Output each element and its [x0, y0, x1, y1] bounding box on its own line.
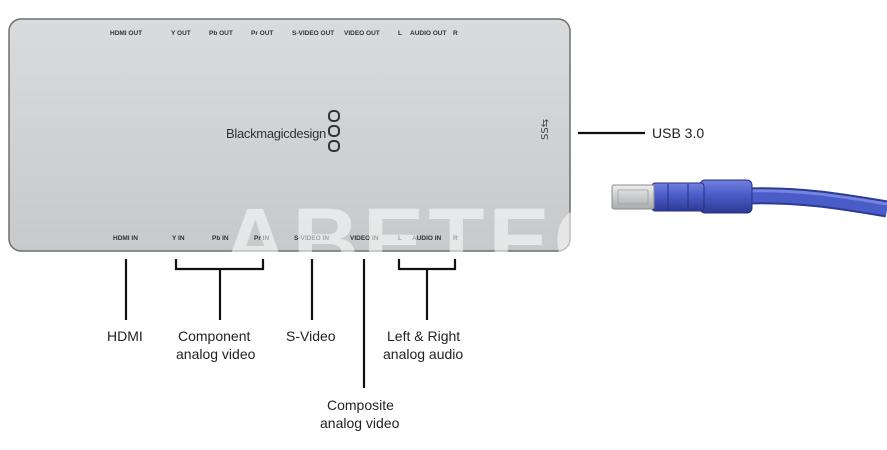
callout-leader-lines [124, 259, 457, 388]
port-label-y-in: Y IN [172, 235, 185, 242]
callout-composite-line2: analog video [320, 415, 400, 431]
callout-component-line1: Component [178, 328, 250, 344]
callout-svideo: S-Video [286, 328, 336, 344]
usb-cable-boot [699, 179, 753, 214]
port-label-l-in: L [398, 235, 402, 242]
port-label-l-out: L [398, 30, 402, 37]
port-label-r-in: R [453, 235, 458, 242]
usb-cable-collar [651, 182, 705, 212]
port-label-pr-out: Pr OUT [251, 30, 273, 37]
brand-logo-text: Blackmagicdesign [226, 126, 326, 141]
port-label-pb-in: Pb IN [212, 235, 229, 242]
port-label-video-out: VIDEO OUT [344, 30, 380, 37]
callout-audio-line1: Left & Right [387, 328, 460, 344]
port-label-pb-out: Pb OUT [209, 30, 233, 37]
port-label-pr-in: Pr IN [254, 235, 269, 242]
callout-component-line2: analog video [176, 346, 256, 362]
port-label-y-out: Y OUT [171, 30, 191, 37]
port-label-svideo-out: S-VIDEO OUT [292, 30, 334, 37]
callout-usb: USB 3.0 [652, 125, 704, 141]
port-label-r-out: R [453, 30, 458, 37]
port-label-svideo-in: S-VIDEO IN [294, 235, 329, 242]
bottom-port-labels: HDMI IN Y IN Pb IN Pr IN S-VIDEO IN VIDE… [113, 235, 458, 242]
callout-composite-line1: Composite [327, 397, 394, 413]
usb-superspeed-icon: SS⇆ [540, 119, 551, 140]
port-label-audio-out: AUDIO OUT [410, 30, 447, 37]
device-body [8, 18, 571, 252]
callout-hdmi: HDMI [107, 328, 143, 344]
brand-logo-icon [328, 110, 340, 152]
port-label-video-in: VIDEO IN [350, 235, 379, 242]
callout-audio-line2: analog audio [383, 346, 463, 362]
usb-plug-metal [611, 184, 655, 210]
port-label-hdmi-in: HDMI IN [113, 235, 138, 242]
port-label-hdmi-out: HDMI OUT [110, 30, 142, 37]
watermark: ABETEC [222, 190, 624, 292]
usb-cable [611, 179, 887, 218]
port-label-audio-in: AUDIO IN [412, 235, 442, 242]
top-port-labels: HDMI OUT Y OUT Pb OUT Pr OUT S-VIDEO OUT… [110, 30, 458, 37]
